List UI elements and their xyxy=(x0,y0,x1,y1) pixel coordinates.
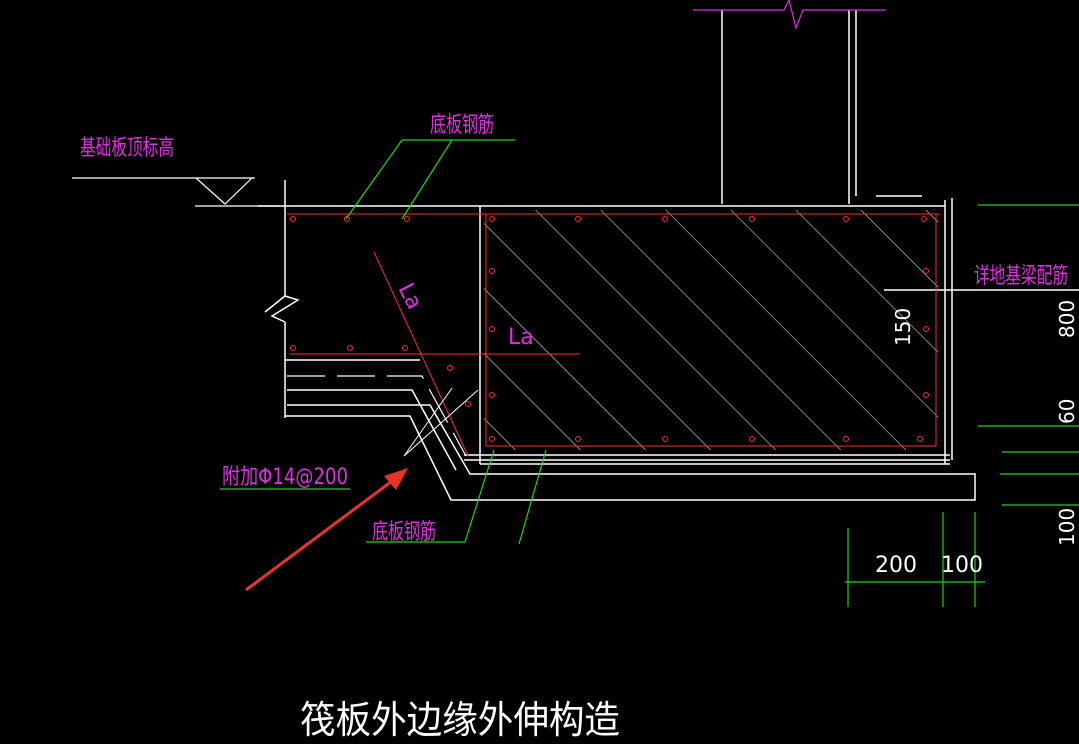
anchorage-label-horizontal: La xyxy=(508,325,534,350)
elevation-marker xyxy=(72,177,279,207)
rebar-lines xyxy=(287,213,940,457)
dimension-800: 800 xyxy=(1055,300,1079,338)
additional-bar-label: 附加Φ14@200 xyxy=(222,465,348,490)
dimension-60: 60 xyxy=(1055,399,1079,424)
leader-lines xyxy=(220,139,1079,607)
additional-bar-lines xyxy=(403,387,479,457)
beam-reinforcement-label: 详地基梁配筋 xyxy=(974,264,1068,289)
top-elevation-label: 基础板顶标高 xyxy=(80,136,174,161)
beam-outline xyxy=(464,195,1079,464)
bottom-rebar-label-bottom: 底板钢筋 xyxy=(372,520,436,545)
anchorage-label-diagonal: La xyxy=(393,279,427,313)
dimension-100-vertical: 100 xyxy=(1055,508,1079,546)
slab-dashed-rebar xyxy=(287,375,467,457)
slab-outline xyxy=(258,180,976,501)
bottom-rebar-label-top: 底板钢筋 xyxy=(430,113,494,138)
rebar-dots xyxy=(290,216,929,442)
drawing-title: 筏板外边缘外伸构造 xyxy=(300,698,620,742)
beam-hatch-area xyxy=(484,210,938,450)
column-break-line xyxy=(693,0,886,30)
dimension-150: 150 xyxy=(891,308,915,346)
dimension-100-horizontal: 100 xyxy=(941,553,983,578)
column-lines xyxy=(721,10,857,204)
pointer-arrow xyxy=(245,468,408,592)
dimension-200: 200 xyxy=(875,553,917,578)
